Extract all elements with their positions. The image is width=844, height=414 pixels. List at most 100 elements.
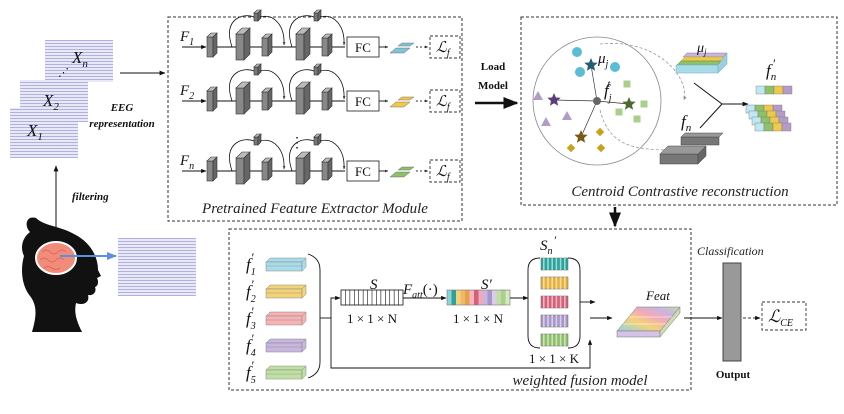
extractor-caption: Pretrained Feature Extractor Module — [201, 201, 428, 217]
s-prime-cell — [492, 290, 497, 305]
class-point-square — [615, 108, 623, 116]
fused-feature-block — [265, 311, 307, 317]
skip-connection-arrow — [330, 318, 593, 369]
centroid-module-box — [520, 16, 838, 206]
filtering-label: filtering — [72, 191, 109, 203]
f-att-label: Fatt(·) — [402, 282, 438, 301]
s-vector — [340, 289, 404, 306]
output-layer — [722, 262, 742, 362]
fused-feature-block — [265, 284, 307, 290]
sn-bracket-left — [527, 257, 541, 349]
feature-scatter — [533, 47, 648, 153]
eeg-label-line2: representation — [89, 118, 154, 130]
f-n-block — [659, 132, 724, 165]
s-prime-cell — [501, 290, 506, 305]
s-prime-label: S′ — [481, 277, 493, 293]
class-point-triangle — [541, 117, 551, 126]
sn-vector — [540, 333, 569, 347]
fused-feature-item: f3′ — [246, 304, 307, 332]
fused-feature-label: f4′ — [246, 331, 256, 359]
output-label: Output — [716, 369, 751, 381]
s-label: S — [370, 277, 378, 293]
fused-feature-block — [265, 257, 307, 263]
s-prime-cell — [460, 290, 465, 305]
fusion-module-box — [228, 228, 692, 391]
class-point-circle — [572, 47, 582, 57]
eeg-label-2: X2 — [42, 91, 59, 113]
class-point-square — [623, 80, 631, 88]
s-dim-label: 1 × 1 × N — [347, 311, 398, 326]
fused-feature-label: f2′ — [246, 277, 256, 305]
mu-j-label: μj — [597, 51, 609, 70]
classification-label: Classification — [697, 244, 764, 258]
s-prime-cell — [465, 290, 470, 305]
s-prime-cell — [478, 290, 483, 305]
eeg-label-1: X1 — [26, 121, 43, 143]
fusion-caption: weighted fusion model — [513, 373, 648, 389]
centroid-caption: Centroid Contrastive reconstruction — [571, 184, 788, 200]
branch-loss-label: ℒf — [436, 40, 451, 59]
class-point-square — [633, 115, 641, 123]
class-centroid-star-icon — [547, 93, 561, 106]
class-point-triangle — [562, 111, 572, 120]
s-prime-cell — [496, 290, 501, 305]
s-prime-cell — [469, 290, 474, 305]
eeg-sheet-1 — [10, 108, 78, 158]
class-centroid-star-icon — [574, 130, 588, 143]
merge-line-top — [693, 82, 723, 105]
eeg-sheet-n — [45, 40, 113, 82]
sn-vector — [540, 295, 569, 309]
fc-label: FC — [355, 94, 371, 109]
fused-feature-item: f4′ — [246, 331, 307, 359]
branch-loss-box — [429, 89, 461, 113]
branch-feature-block — [389, 96, 415, 108]
s-prime-cell — [456, 290, 461, 305]
sn-vectors — [540, 257, 569, 347]
sn-label: Sn′ — [540, 233, 557, 257]
sn-bracket-right — [567, 257, 581, 349]
s-prime-vector — [446, 289, 511, 306]
class-point-triangle — [533, 91, 543, 100]
branch-input-label: F1 — [179, 29, 194, 48]
eeg-ellipsis: ⋰ — [58, 67, 69, 79]
load-model-label-2: Model — [478, 80, 508, 92]
s-prime-cell — [487, 290, 492, 305]
s-prime-dim-label: 1 × 1 × N — [453, 311, 504, 326]
fc-label: FC — [355, 40, 371, 55]
branch-vdots: ⋮ — [290, 136, 304, 151]
f-j-t-label: fjt — [604, 79, 612, 104]
branch-input-label: Fn — [179, 153, 194, 172]
class-point-circle — [610, 62, 620, 72]
fused-feature-label: f5′ — [246, 358, 256, 386]
branch-feature-block — [389, 166, 415, 178]
feature-bracket — [307, 253, 321, 379]
s-prime-cell — [451, 290, 456, 305]
fused-feature-item: f1′ — [246, 250, 307, 278]
head-silhouette-icon — [22, 217, 101, 332]
merge-line-bottom — [699, 103, 723, 129]
sn-vector — [540, 276, 569, 290]
class-centroid-star-icon — [584, 58, 598, 71]
branch-input-label: F2 — [179, 83, 194, 102]
fused-feature-block — [265, 365, 307, 371]
mu-j-block — [675, 52, 728, 74]
to-s-arrow — [330, 295, 341, 318]
s-prime-cell — [474, 290, 479, 305]
fused-feature-item: f2′ — [246, 277, 307, 305]
query-feature-point — [593, 97, 601, 105]
class-point-circle — [575, 67, 585, 77]
class-point-diamond — [596, 143, 606, 153]
f-n-prime-label: fn′ — [766, 56, 777, 83]
ce-loss-box — [761, 301, 807, 331]
raw-eeg-signal — [118, 238, 196, 296]
s-prime-cell — [505, 290, 510, 305]
mu-dashed-arrow — [599, 43, 687, 101]
mu-block-label: μj — [696, 41, 707, 57]
fused-feature-label: f1′ — [246, 250, 256, 278]
load-model-label-1: Load — [481, 61, 505, 73]
